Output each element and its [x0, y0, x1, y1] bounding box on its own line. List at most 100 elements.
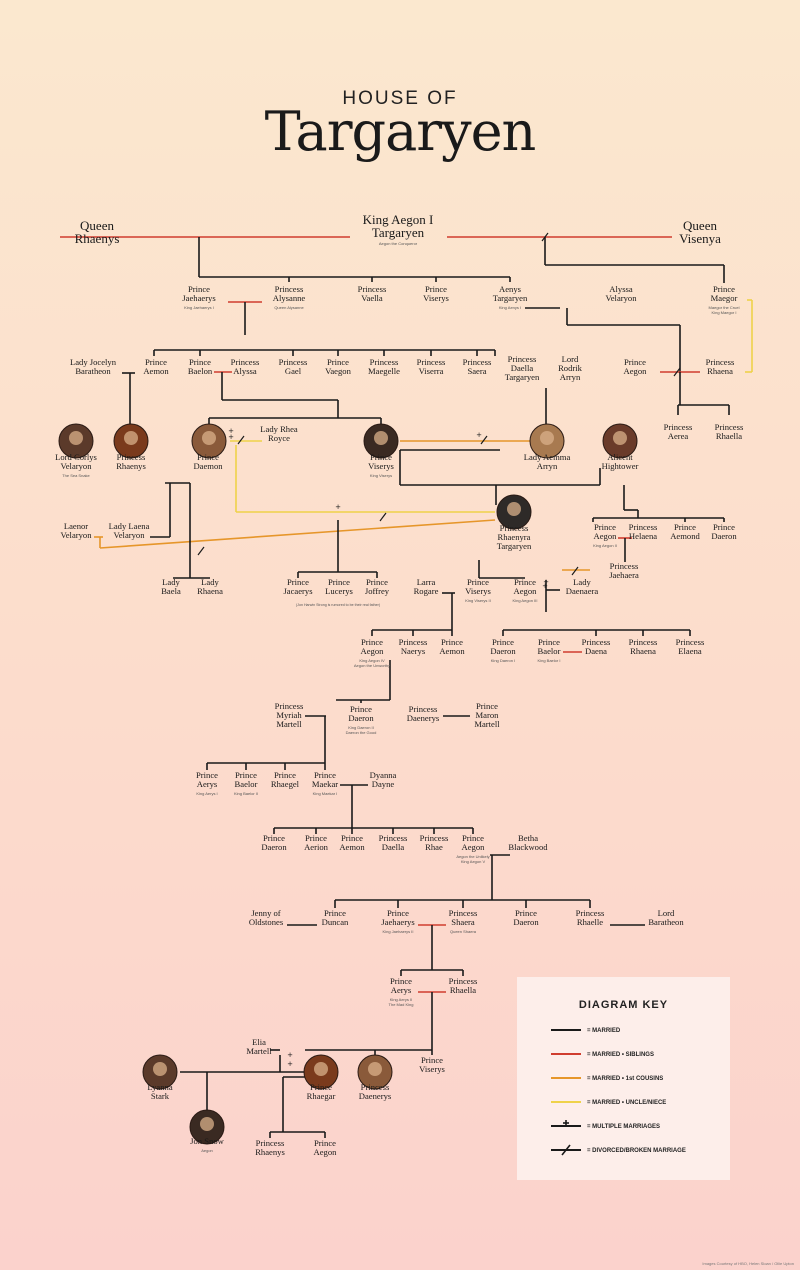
person-title: King Baelor II — [234, 791, 258, 796]
person-name: Alicent — [607, 452, 633, 462]
person-name: Aegon — [514, 586, 538, 596]
person-name: Maegor — [711, 293, 738, 303]
person-title: Aegon the Unlikely — [456, 854, 489, 859]
portrait-face — [368, 1062, 382, 1076]
person-name: Princess — [358, 284, 387, 294]
person-name: Aegon — [314, 1147, 338, 1157]
person-name: Prince — [425, 284, 447, 294]
person-name: Prince — [366, 577, 388, 587]
image-credit: Images Courtesy of HBO, Helen Sloan / Ol… — [702, 1261, 794, 1266]
key-label: = MARRIED • UNCLE/NIECE — [587, 1100, 666, 1106]
person-title: King Aerys II — [390, 997, 412, 1002]
divorce-mark — [480, 435, 488, 445]
key-label: = MARRIED • 1st COUSINS — [587, 1076, 663, 1082]
person-name: Targaryen — [497, 541, 532, 551]
person-name: Targaryen — [372, 225, 425, 240]
person-name: Princess — [676, 637, 705, 647]
person-name: Prince — [421, 1055, 443, 1065]
person-name: Arryn — [560, 372, 581, 382]
person-name: Queen — [80, 218, 114, 233]
person-title: King Aegon II — [593, 543, 617, 548]
person-title: King Aenys I — [499, 305, 521, 310]
person-name: Aemon — [143, 366, 169, 376]
person-name: Princess — [610, 561, 639, 571]
jacaerys-note: (Jon Harwin Strong is rumored to be thei… — [296, 603, 380, 607]
person-title: King Aerys I — [196, 791, 217, 796]
person-name: Princess — [117, 452, 146, 462]
person-name: Jaehaerys — [381, 917, 415, 927]
person-title: King Maekar I — [313, 791, 338, 796]
person-name: Princess — [582, 637, 611, 647]
person-name: Princess — [231, 357, 260, 367]
page-title: Targaryen — [264, 100, 537, 163]
person-name: Princess — [449, 908, 478, 918]
person-name: Prince — [197, 452, 219, 462]
person-name: Prince — [235, 770, 257, 780]
person-title: King Viserys II — [465, 598, 491, 603]
person-name: Prince — [327, 357, 349, 367]
person-name: Princess — [370, 357, 399, 367]
person-title: Aegon the Unworthy — [354, 663, 390, 668]
person-name: Daella — [511, 363, 534, 373]
person-name: Daenerys — [407, 713, 440, 723]
person-name: Prince — [145, 357, 167, 367]
person-name: Maegelle — [368, 366, 400, 376]
person-name: Saera — [467, 366, 486, 376]
person-name: Alysanne — [273, 293, 306, 303]
person-name: Viserys — [419, 1064, 445, 1074]
person-name: Princess — [706, 357, 735, 367]
divorce-mark — [197, 546, 205, 556]
person-title: The Mad King — [389, 1002, 414, 1007]
person-name: Princess — [629, 637, 658, 647]
person-name: Baela — [161, 586, 181, 596]
person-name: Prince — [287, 577, 309, 587]
person-name: Princess — [449, 976, 478, 986]
person-name: Martell — [276, 719, 302, 729]
person-name: Princess — [361, 1082, 390, 1092]
person-title: Aegon the Conqueror — [379, 241, 418, 246]
person-name: Rhaegar — [307, 1091, 336, 1101]
person-name: Rhaella — [450, 985, 476, 995]
person-name: Rhaenys — [116, 461, 146, 471]
person-name: Aerys — [197, 779, 218, 789]
person-name: Prince — [713, 522, 735, 532]
person-name: Baelon — [188, 366, 213, 376]
person-name: Dyanna — [370, 770, 397, 780]
person-name: Prince — [314, 770, 336, 780]
person-name: Prince — [462, 833, 484, 843]
person-name: Aerion — [304, 842, 329, 852]
person-name: Rhaena — [630, 646, 656, 656]
person-name: Prince — [538, 637, 560, 647]
person-name: Prince — [624, 357, 646, 367]
